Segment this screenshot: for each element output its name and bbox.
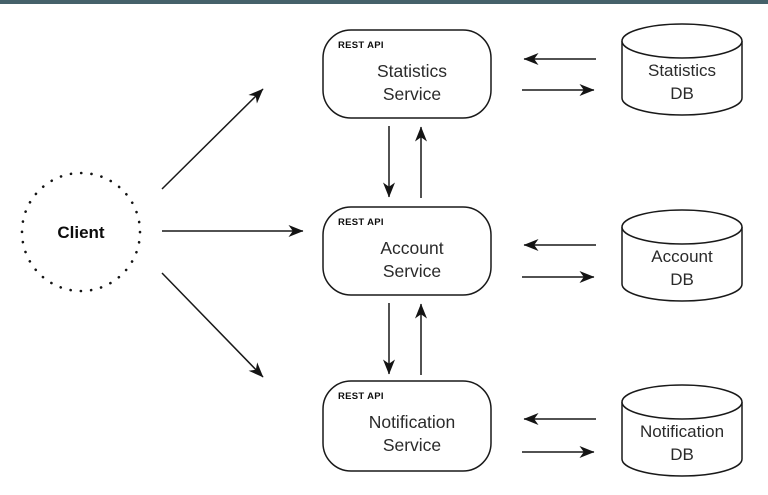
statistics-db-cylinder-body-shape	[621, 41, 743, 116]
statistics-db-cylinder-top-shape	[621, 23, 743, 59]
client-label: Client	[57, 223, 105, 242]
account-db-name-line2: DB	[670, 270, 694, 289]
statistics-db-name-line1: Statistics	[648, 61, 716, 80]
account-db-cylinder-top-shape	[621, 209, 743, 245]
account-service-node: REST API Account Service	[322, 206, 492, 296]
notification-service-node: REST API Notification Service	[322, 380, 492, 472]
statistics-service-name-line1: Statistics	[377, 61, 447, 81]
client-dotted-circle-shape	[20, 171, 142, 293]
account-service-box-shape	[322, 206, 492, 296]
account-db-node: Account DB	[621, 209, 743, 302]
notification-db-node: Notification DB	[621, 384, 743, 477]
statistics-rest-api-label: REST API	[338, 40, 384, 51]
notification-service-name-line1: Notification	[369, 412, 456, 432]
notification-db-cylinder-top-shape	[621, 384, 743, 420]
arrow-client-to-notification-service	[161, 272, 264, 378]
statistics-db-node: Statistics DB	[621, 23, 743, 116]
account-service-name-line2: Service	[383, 261, 441, 281]
top-accent-bar	[0, 0, 768, 4]
statistics-db-name-line2: DB	[670, 84, 694, 103]
statistics-service-name-line2: Service	[383, 84, 441, 104]
account-service-name-line1: Account	[380, 238, 443, 258]
notification-db-name-line2: DB	[670, 445, 694, 464]
notification-rest-api-label: REST API	[338, 391, 384, 402]
notification-db-cylinder-body-shape	[621, 402, 743, 477]
notification-service-box-shape	[322, 380, 492, 472]
arrow-client-to-statistics-service	[161, 88, 264, 190]
account-db-cylinder-body-shape	[621, 227, 743, 302]
account-db-name-line1: Account	[651, 247, 713, 266]
statistics-service-box-shape	[322, 29, 492, 119]
notification-service-name-line2: Service	[383, 435, 441, 455]
notification-db-name-line1: Notification	[640, 422, 724, 441]
statistics-service-node: REST API Statistics Service	[322, 29, 492, 119]
client-node: Client	[20, 171, 142, 293]
account-rest-api-label: REST API	[338, 217, 384, 228]
